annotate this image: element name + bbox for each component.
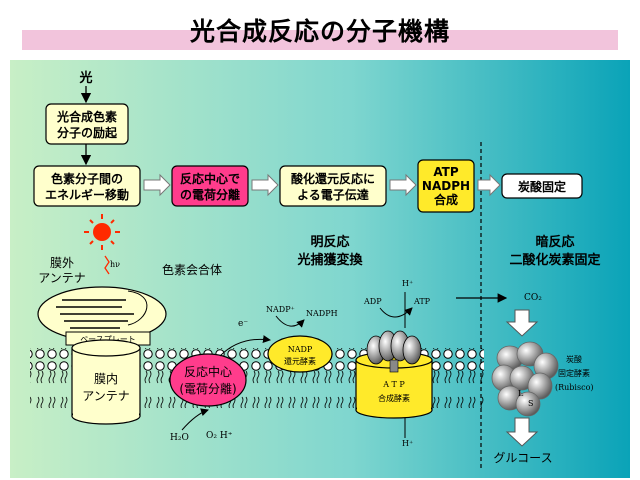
atp-label: ATP bbox=[413, 297, 431, 306]
energy-transfer-box bbox=[33, 165, 141, 207]
nadp-conversion-arrow bbox=[275, 315, 305, 328]
glucose-label: グルコース bbox=[493, 451, 552, 465]
atp-nadph-line3: 合成 bbox=[434, 192, 458, 207]
pigment-stack-icon bbox=[56, 299, 134, 329]
electron-arrow bbox=[219, 335, 271, 357]
adp-label: ADP bbox=[363, 297, 382, 306]
h-plus-top-label: H⁺ bbox=[402, 279, 413, 288]
dark-reaction-title: 暗反応 bbox=[535, 234, 574, 250]
inner-antenna-line2: アンテナ bbox=[82, 389, 130, 403]
carbon-fixation-box bbox=[501, 173, 583, 199]
charge-separation-box bbox=[171, 165, 249, 207]
pigment-excitation-box bbox=[45, 103, 129, 145]
pigment-complex-label: 色素会合体 bbox=[162, 262, 222, 277]
electron-transport-line1: 酸化還元反応に bbox=[291, 171, 375, 186]
charge-separation-line1: 反応中心で bbox=[180, 171, 240, 186]
light-reaction-title: 明反応 bbox=[310, 234, 349, 250]
flow-arrow-3 bbox=[389, 173, 417, 197]
rubisco-line3: (Rubisco) bbox=[555, 383, 594, 392]
atp-synthase-line1: A T P bbox=[382, 380, 405, 389]
inner-antenna-cylinder bbox=[71, 339, 141, 425]
reaction-center-line2: (電荷分離) bbox=[179, 382, 236, 396]
atp-synthase-head-icon bbox=[366, 330, 422, 373]
charge-separation-line2: の電荷分離 bbox=[180, 187, 240, 202]
rubisco-s-label: S bbox=[528, 399, 533, 408]
h-nu-label: hν bbox=[110, 260, 120, 269]
page-title: 光合成反応の分子機構 bbox=[189, 17, 450, 46]
o2-h-label: O₂ H⁺ bbox=[206, 431, 233, 441]
nadp-reductase-ellipse bbox=[267, 335, 333, 373]
energy-transfer-line2: エネルギー移動 bbox=[45, 187, 129, 202]
rubisco-line1: 炭酸 bbox=[566, 354, 582, 364]
rubisco-line2: 固定酵素 bbox=[558, 368, 590, 378]
atp-nadph-box bbox=[417, 159, 475, 213]
title-highlight-bar bbox=[22, 30, 618, 50]
atp-nadph-line1: ATP bbox=[433, 165, 459, 179]
rubisco-l-label: L bbox=[518, 389, 524, 398]
sun-icon bbox=[84, 214, 120, 250]
nadp-reductase-line2: 還元酵素 bbox=[284, 356, 316, 366]
glucose-down-arrow bbox=[505, 417, 539, 447]
dark-reaction-subtitle: 二酸化炭素固定 bbox=[509, 252, 600, 268]
electron-transport-box bbox=[279, 165, 387, 207]
co2-down-arrow bbox=[505, 309, 539, 337]
inner-antenna-line1: 膜内 bbox=[94, 372, 118, 386]
diagram-panel: 光 光合成色素 分子の励起 色素分子間の エネルギー移動 反応中心で の電荷分離… bbox=[10, 60, 630, 478]
flow-arrow-1 bbox=[143, 173, 171, 197]
hikari-label: 光 bbox=[78, 70, 92, 86]
carbon-fixation-label: 炭酸固定 bbox=[518, 179, 566, 194]
atp-nadph-line2: NADPH bbox=[422, 179, 470, 193]
reaction-center-line1: 反応中心 bbox=[184, 364, 232, 379]
nadp-plus-label: NADP⁺ bbox=[266, 305, 295, 314]
rubisco-icon bbox=[491, 341, 559, 417]
reaction-center-ellipse bbox=[169, 353, 247, 407]
electron-transport-line2: よる電子伝達 bbox=[297, 187, 369, 202]
pigment-excitation-line2: 分子の励起 bbox=[57, 125, 118, 140]
water-split-arrow bbox=[181, 408, 209, 431]
adp-atp-arrow bbox=[379, 307, 413, 318]
energy-transfer-line1: 色素分子間の bbox=[51, 171, 123, 186]
outer-antenna-line1: 膜外 bbox=[50, 256, 74, 270]
light-wave-icon bbox=[104, 255, 110, 275]
nadph-label: NADPH bbox=[306, 309, 338, 318]
h2o-label: H₂O bbox=[170, 433, 189, 443]
light-reaction-subtitle: 光捕獲変換 bbox=[296, 252, 363, 268]
electron-label: e⁻ bbox=[238, 319, 248, 329]
co2-label: CO₂ bbox=[524, 293, 542, 303]
pigment-pointer-line bbox=[127, 290, 148, 326]
outer-antenna-line2: アンテナ bbox=[38, 271, 86, 285]
nadp-reductase-line1: NADP bbox=[288, 345, 313, 354]
pigment-excitation-line1: 光合成色素 bbox=[56, 109, 117, 124]
flow-arrow-2 bbox=[251, 173, 279, 197]
atp-synthase-line2: 合成酵素 bbox=[378, 393, 410, 403]
flow-arrow-4 bbox=[477, 173, 501, 197]
h-plus-bottom-label: H⁺ bbox=[402, 439, 413, 448]
